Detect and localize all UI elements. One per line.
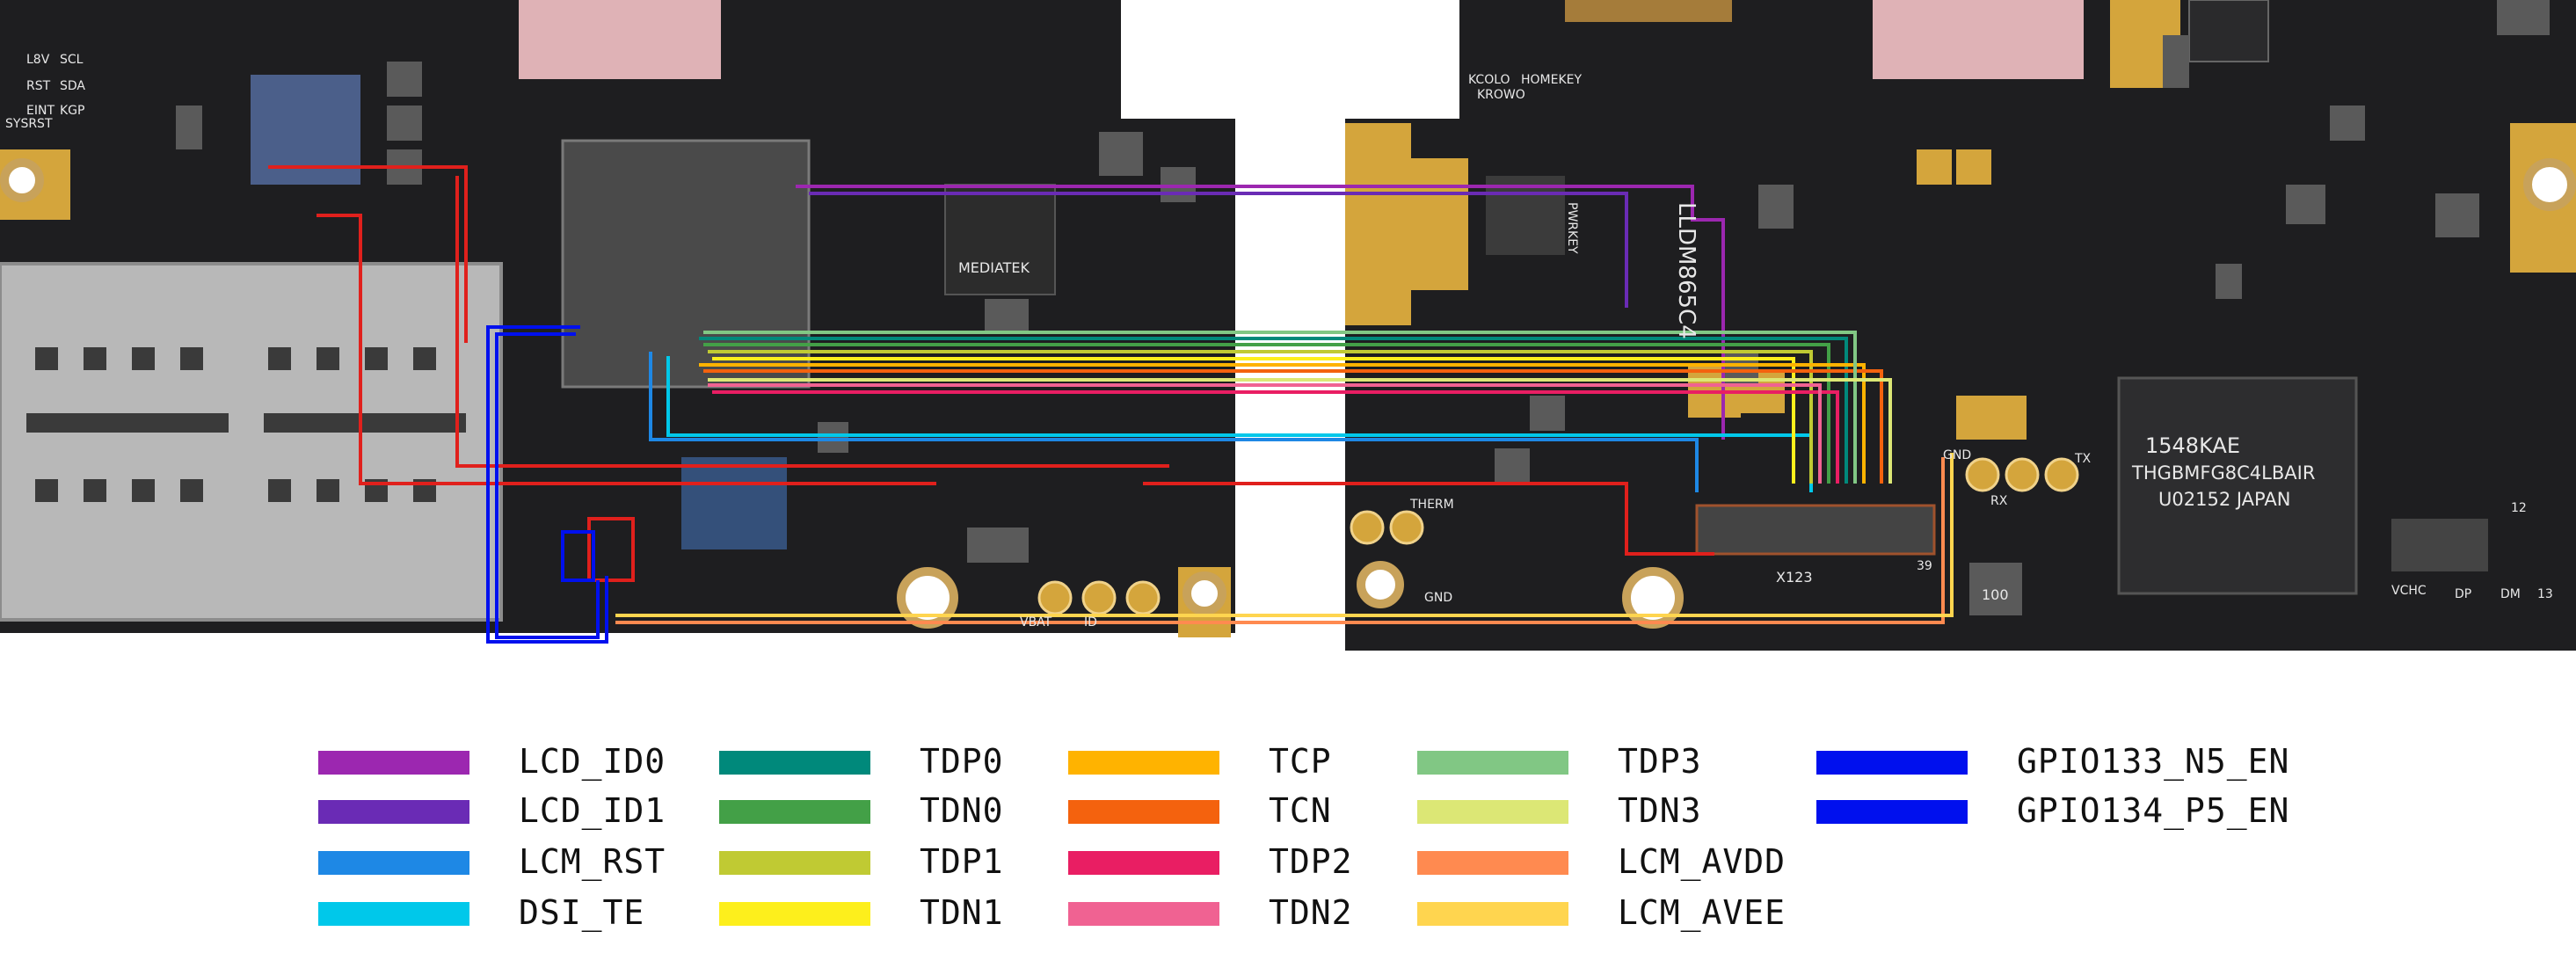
legend-label: GPIO134_P5_EN bbox=[2017, 791, 2290, 830]
marking: SDA bbox=[60, 79, 85, 93]
legend-label: LCM_RST bbox=[519, 842, 666, 881]
marking: THGBMFG8C4LBAIR bbox=[2131, 462, 2315, 484]
legend-swatch bbox=[1068, 800, 1219, 824]
legend-label: TDP3 bbox=[1618, 742, 1702, 781]
legend-swatch bbox=[1816, 751, 1968, 775]
left-red-traces bbox=[268, 165, 1169, 582]
legend-swatch bbox=[318, 800, 469, 824]
watermark bbox=[519, 0, 2084, 79]
legend-swatch bbox=[1417, 902, 1568, 926]
signal-traces bbox=[615, 185, 1954, 624]
rf-chip bbox=[2188, 0, 2269, 62]
emmc-chip bbox=[2117, 376, 2358, 595]
legend-label: TDP1 bbox=[920, 842, 1004, 881]
legend-label: TCN bbox=[1269, 791, 1332, 830]
legend-swatch bbox=[1417, 751, 1568, 775]
legend-label: TDP0 bbox=[920, 742, 1004, 781]
pmic-chip bbox=[681, 457, 787, 549]
marking: GND bbox=[1943, 448, 1971, 462]
mounting-holes bbox=[0, 158, 2576, 629]
marking: ID bbox=[1084, 615, 1097, 629]
legend-label: GPIO133_N5_EN bbox=[2017, 742, 2290, 781]
marking: DM bbox=[2500, 587, 2521, 601]
legend-swatch bbox=[1417, 800, 1568, 824]
marking: HOMEKEY bbox=[1521, 73, 1582, 87]
legend-label: TDP2 bbox=[1269, 842, 1353, 881]
legend-swatch bbox=[318, 851, 469, 875]
marking: U02152 JAPAN bbox=[2158, 489, 2290, 510]
marking: RST bbox=[26, 79, 51, 93]
legend-swatch bbox=[1068, 902, 1219, 926]
marking: PWRKEY bbox=[1565, 202, 1579, 254]
top-connector bbox=[1565, 0, 1732, 22]
legend-label: TDN0 bbox=[920, 791, 1004, 830]
marking: X123 bbox=[1776, 569, 1813, 586]
right-markings: KCOLO HOMEKEY KROWO PWRKEY LLDM865C4 THE… bbox=[1020, 73, 2553, 629]
marking: GND bbox=[1424, 591, 1452, 605]
mediatek-chip bbox=[944, 184, 1056, 295]
legend-swatch bbox=[1417, 851, 1568, 875]
legend-swatch bbox=[719, 902, 870, 926]
legend-label: LCM_AVDD bbox=[1618, 842, 1786, 881]
legend-label: TDN3 bbox=[1618, 791, 1702, 830]
legend-label: LCM_AVEE bbox=[1618, 893, 1786, 932]
legend-label: TDN2 bbox=[1269, 893, 1353, 932]
marking: MEDIATEK bbox=[958, 259, 1030, 276]
marking: RX bbox=[1990, 494, 2008, 508]
legend-swatch bbox=[719, 751, 870, 775]
test-pads bbox=[1037, 457, 2079, 615]
legend-swatch bbox=[719, 851, 870, 875]
gpio-traces bbox=[486, 325, 608, 644]
pcb-diagram: L8V SCL RST SDA EINT KGP SYSRST KCOLO HO… bbox=[0, 0, 2576, 651]
legend-swatch bbox=[318, 751, 469, 775]
marking: KROWO bbox=[1477, 88, 1525, 102]
legend-label: DSI_TE bbox=[519, 893, 645, 932]
marking: L8V bbox=[26, 53, 50, 67]
marking: VCHC bbox=[2391, 584, 2427, 598]
legend-swatch bbox=[719, 800, 870, 824]
pcb-board-view: L8V SCL RST SDA EINT KGP SYSRST KCOLO HO… bbox=[0, 0, 2576, 651]
marking: EINT bbox=[26, 104, 55, 118]
marking: 100 bbox=[1982, 586, 2009, 603]
legend-label: TCP bbox=[1269, 742, 1332, 781]
legend-label: LCD_ID0 bbox=[519, 742, 666, 781]
chip-markings: MEDIATEK 1548KAE THGBMFG8C4LBAIR U02152 … bbox=[958, 259, 2315, 510]
legend-swatch bbox=[1068, 751, 1219, 775]
marking: 13 bbox=[2537, 587, 2553, 601]
left-markings: L8V SCL RST SDA EINT KGP SYSRST bbox=[5, 53, 85, 131]
marking: 12 bbox=[2511, 501, 2527, 515]
sim-tray bbox=[0, 262, 503, 622]
marking: SCL bbox=[60, 53, 84, 67]
legend-label: TDN1 bbox=[920, 893, 1004, 932]
legend-swatch bbox=[318, 902, 469, 926]
marking: VBAT bbox=[1020, 615, 1052, 629]
legend-swatch bbox=[1816, 800, 1968, 824]
marking: TX bbox=[2074, 452, 2092, 466]
sim-tray-pads bbox=[26, 347, 466, 502]
legend-label: LCD_ID1 bbox=[519, 791, 666, 830]
legend-swatch bbox=[1068, 851, 1219, 875]
lcd-connector bbox=[1695, 504, 1936, 556]
marking: LLDM865C4 bbox=[1673, 202, 1699, 339]
marking: THERM bbox=[1409, 498, 1454, 512]
marking: KGP bbox=[60, 104, 84, 118]
marking: KCOLO bbox=[1468, 73, 1510, 87]
marking: DP bbox=[2455, 587, 2471, 601]
marking: SYSRST bbox=[5, 117, 53, 131]
marking: 1548KAE bbox=[2145, 433, 2240, 458]
marking: 39 bbox=[1917, 559, 1932, 573]
